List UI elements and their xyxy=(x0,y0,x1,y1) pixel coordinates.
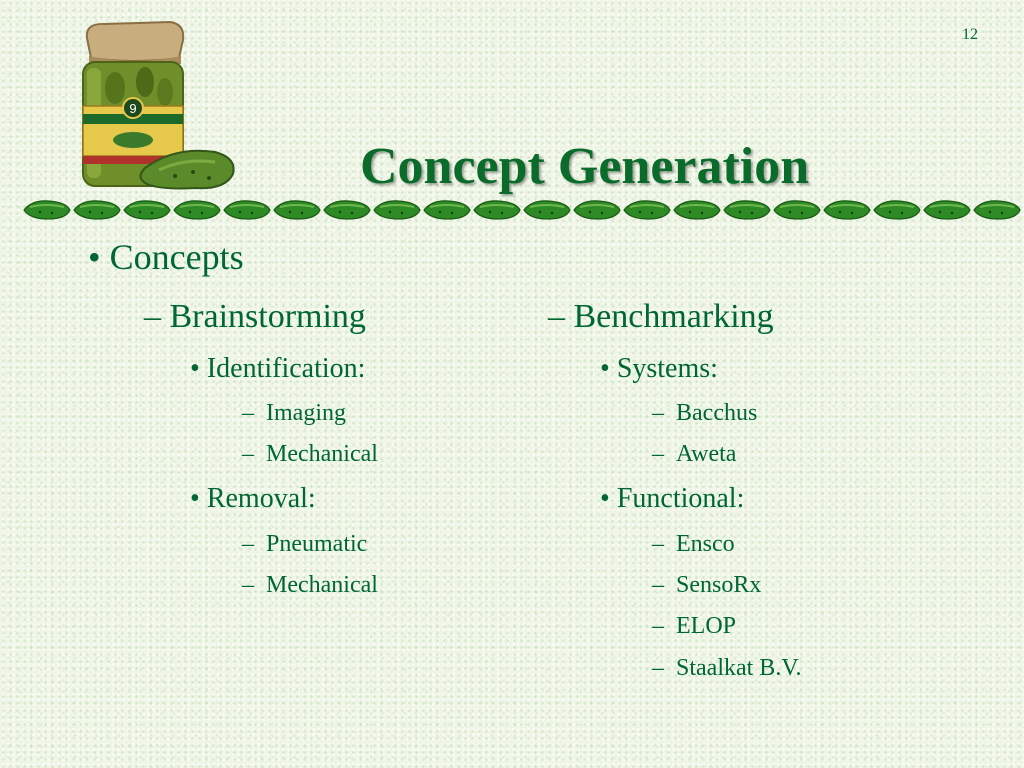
svg-text:9: 9 xyxy=(129,101,136,116)
bullet-dot: • xyxy=(190,483,207,514)
group-label: Identification: xyxy=(206,353,366,384)
item-label: Imaging xyxy=(266,400,346,426)
heading-label: Benchmarking xyxy=(573,298,774,335)
pickle-divider-icon xyxy=(23,199,1021,220)
heading-brainstorming: – Brainstorming xyxy=(144,298,366,336)
bullet-dot: • xyxy=(88,237,110,277)
slide-title: Concept Generation xyxy=(360,137,810,195)
item-label: Mechanical xyxy=(266,441,378,467)
item-label: Bacchus xyxy=(676,400,758,426)
item-label: Ensco xyxy=(676,531,735,557)
item-label: Pneumatic xyxy=(266,531,368,557)
list-item: – Mechanical xyxy=(242,572,378,599)
group-identification: • Identification: xyxy=(190,353,365,385)
dash: – xyxy=(652,441,676,467)
group-functional: • Functional: xyxy=(600,483,744,515)
item-label: SensoRx xyxy=(676,572,762,598)
list-item: – Pneumatic xyxy=(242,531,367,558)
heading-benchmarking: – Benchmarking xyxy=(548,298,774,336)
dash: – xyxy=(652,572,676,598)
dash: – xyxy=(242,531,266,557)
group-systems: • Systems: xyxy=(600,353,718,385)
bullet-dot: • xyxy=(600,483,617,514)
dash: – xyxy=(242,441,266,467)
list-item: – Imaging xyxy=(242,400,346,427)
bullet-dot: • xyxy=(190,353,207,384)
pickle-jar-icon: 9 xyxy=(82,20,235,190)
list-item: – SensoRx xyxy=(652,572,761,599)
item-label: Mechanical xyxy=(266,572,378,598)
group-label: Systems: xyxy=(616,353,718,384)
heading-label: Brainstorming xyxy=(169,298,366,335)
list-item: – Ensco xyxy=(652,531,735,558)
bullet-dot: • xyxy=(600,353,617,384)
dash: – xyxy=(652,531,676,557)
dash: – xyxy=(242,400,266,426)
dash: – xyxy=(652,655,676,681)
bullet-label: Concepts xyxy=(109,237,244,277)
list-item: – Mechanical xyxy=(242,441,378,468)
list-item: – Bacchus xyxy=(652,400,757,427)
item-label: Staalkat B.V. xyxy=(676,655,802,681)
item-label: ELOP xyxy=(676,613,736,639)
dash: – xyxy=(144,298,170,335)
list-item: – Staalkat B.V. xyxy=(652,655,802,682)
group-label: Removal: xyxy=(206,483,316,514)
dash: – xyxy=(242,572,266,598)
item-label: Aweta xyxy=(676,441,737,467)
dash: – xyxy=(652,613,676,639)
bullet-concepts: • Concepts xyxy=(88,236,244,278)
group-label: Functional: xyxy=(616,483,745,514)
group-removal: • Removal: xyxy=(190,483,316,515)
dash: – xyxy=(548,298,574,335)
list-item: – ELOP xyxy=(652,613,736,640)
dash: – xyxy=(652,400,676,426)
list-item: – Aweta xyxy=(652,441,736,468)
slide-number: 12 xyxy=(962,26,978,43)
